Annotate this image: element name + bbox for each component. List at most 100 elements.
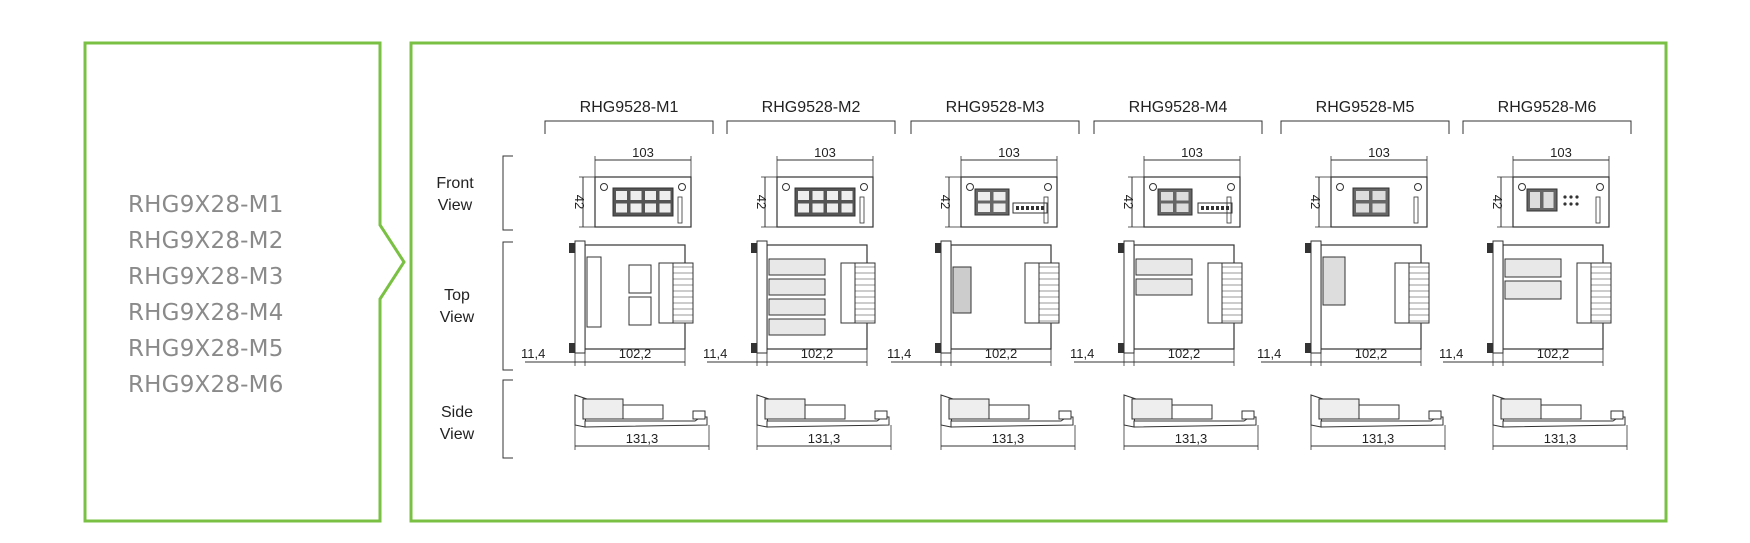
side-component (988, 404, 1030, 420)
top-screw (751, 343, 757, 353)
ear (1413, 196, 1419, 224)
side-cage (764, 398, 806, 420)
port (659, 203, 671, 213)
module-header-bracket (1462, 120, 1632, 134)
dim-top-offset: 11,4 (703, 346, 727, 361)
dim-front-width: 103 (1181, 145, 1203, 160)
backplane-connector (1408, 262, 1430, 324)
port (841, 191, 853, 200)
svg-text:Side: Side (441, 404, 473, 421)
side-cage (1318, 398, 1360, 420)
connector-housing (1024, 262, 1040, 324)
top-screw (1305, 243, 1311, 253)
connector-housing (1576, 262, 1592, 324)
dim-top-width: 102,2 (801, 346, 834, 361)
view-label-front: Front View (436, 175, 474, 214)
module-name: RHG9528-M4 (1129, 99, 1228, 116)
port (1372, 191, 1386, 200)
port (841, 203, 853, 213)
led (1569, 195, 1573, 199)
sfp-cage (768, 258, 826, 276)
bracket-top (502, 241, 513, 371)
view-label-top: Top View (440, 287, 475, 326)
sfp-cage (768, 298, 826, 316)
terminal-block (1197, 202, 1233, 214)
model-list-item: RHG9X28-M3 (128, 264, 284, 290)
dim-side-length: 131,3 (1175, 431, 1208, 446)
screw (1044, 183, 1052, 191)
top-screw (569, 343, 575, 353)
port (1176, 203, 1189, 212)
top-screw (569, 243, 575, 253)
screw (1518, 183, 1526, 191)
dim-front-height: 42 (1490, 195, 1505, 209)
port (1356, 203, 1369, 213)
sfp-cage (768, 318, 826, 336)
dim-top-width: 102,2 (1537, 346, 1570, 361)
screw (1414, 183, 1422, 191)
screw (1149, 183, 1157, 191)
module-name: RHG9528-M1 (580, 99, 679, 116)
port (993, 192, 1006, 201)
svg-text:View: View (440, 426, 475, 443)
port (798, 203, 809, 213)
connector-housing (658, 262, 674, 324)
dim-side-length: 131,3 (1544, 431, 1577, 446)
left-callout-frame (83, 41, 406, 523)
dim-top-width: 102,2 (985, 346, 1018, 361)
dim-side-length: 131,3 (992, 431, 1025, 446)
top-faceplate (1310, 240, 1322, 354)
sfp-cage (1504, 280, 1562, 300)
dim-side-length: 131,3 (808, 431, 841, 446)
terminal-pin (1031, 206, 1034, 210)
rj45-stack (952, 266, 972, 314)
module-header-bracket (910, 120, 1080, 134)
dim-front-height: 42 (938, 195, 953, 209)
terminal-pin (1211, 206, 1214, 210)
side-component (804, 404, 846, 420)
ear (1595, 196, 1601, 224)
led (1575, 195, 1579, 199)
side-connector (1428, 410, 1442, 420)
side-board (584, 416, 708, 428)
dim-top-offset: 11,4 (1439, 346, 1463, 361)
module-name: RHG9528-M2 (762, 99, 861, 116)
dim-front-height: 42 (572, 195, 587, 209)
view-label-side: Side View (440, 404, 475, 443)
side-component (1540, 404, 1582, 420)
led (1569, 202, 1573, 206)
dim-top-offset: 11,4 (1070, 346, 1094, 361)
backplane-connector (854, 262, 876, 324)
terminal-pin (1036, 206, 1039, 210)
ear (859, 196, 865, 224)
terminal-pin (1216, 206, 1219, 210)
side-connector (692, 410, 706, 420)
top-faceplate (756, 240, 768, 354)
sfp-cage (768, 278, 826, 296)
side-cage (582, 398, 624, 420)
dim-top-width: 102,2 (619, 346, 652, 361)
led (1563, 202, 1567, 206)
screw (1596, 183, 1604, 191)
model-list-item: RHG9X28-M4 (128, 300, 284, 326)
model-list-item: RHG9X28-M2 (128, 228, 284, 254)
module-name: RHG9528-M6 (1498, 99, 1597, 116)
module-header-bracket (1093, 120, 1263, 134)
port (616, 191, 627, 200)
dim-front-width: 103 (1368, 145, 1390, 160)
dim-top-offset: 11,4 (1257, 346, 1281, 361)
port (1161, 203, 1173, 212)
side-board (1320, 416, 1444, 428)
model-list-item: RHG9X28-M5 (128, 336, 284, 362)
side-connector (1058, 410, 1072, 420)
top-faceplate (1492, 240, 1504, 354)
side-cage (1500, 398, 1542, 420)
port (978, 192, 990, 201)
model-list-item: RHG9X28-M1 (128, 192, 284, 218)
top-screw (935, 343, 941, 353)
terminal-pin (1041, 206, 1044, 210)
dim-top-width: 102,2 (1355, 346, 1388, 361)
module-header-bracket (726, 120, 896, 134)
chip (628, 296, 652, 326)
